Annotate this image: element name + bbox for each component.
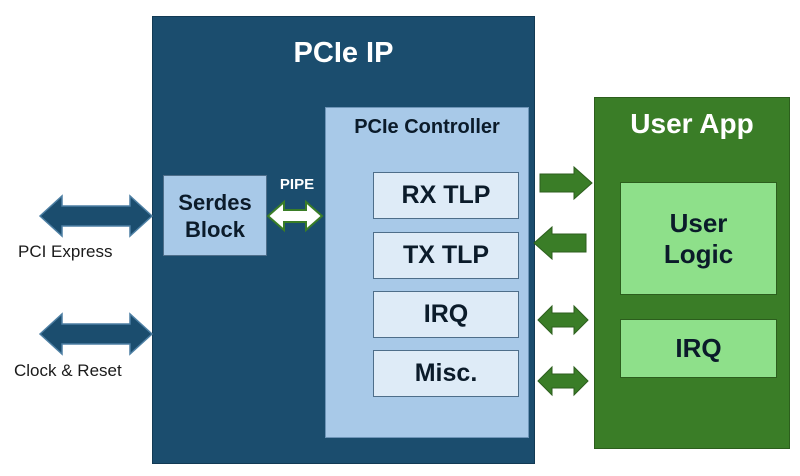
tx-tlp-block: TX TLP [373, 232, 519, 279]
clock-reset-arrow-icon [38, 312, 154, 356]
pcie-ip-title: PCIe IP [293, 37, 394, 69]
user-logic-line2: Logic [663, 238, 734, 269]
pci-express-arrow-icon [38, 194, 154, 238]
serdes-block: Serdes Block [163, 175, 267, 256]
pci-express-label: PCI Express [18, 242, 113, 261]
tx-tlp-arrow-icon [533, 225, 587, 261]
irq-arrow-icon [537, 304, 589, 336]
user-logic-block: User Logic [620, 182, 777, 295]
misc-arrow-icon [537, 365, 589, 397]
pcie-controller-title: PCIe Controller [354, 116, 500, 138]
pipe-label: PIPE [279, 176, 315, 193]
serdes-label-line2: Block [185, 216, 245, 242]
user-app-title: User App [630, 108, 754, 139]
misc-block: Misc. [373, 350, 519, 397]
clock-reset-label: Clock & Reset [14, 361, 122, 380]
user-logic-line1: User [669, 207, 728, 238]
irq-block: IRQ [373, 291, 519, 338]
rx-tlp-block: RX TLP [373, 172, 519, 219]
serdes-label-line1: Serdes [178, 189, 252, 215]
pipe-arrow-icon [266, 199, 324, 233]
rx-tlp-arrow-icon [539, 165, 593, 201]
user-irq-block: IRQ [620, 319, 777, 378]
